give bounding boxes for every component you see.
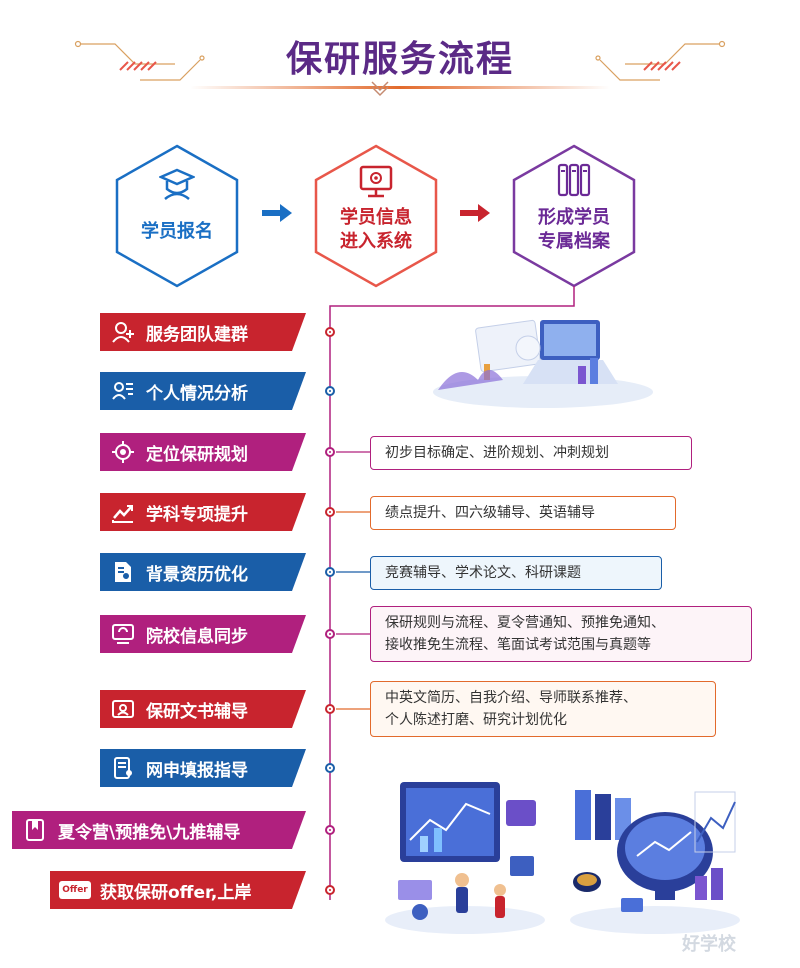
timeline-node [325,825,335,835]
analysis-illustration [433,319,653,408]
watermark: 好学校 [682,934,736,955]
data-dashboard-illustration [385,782,545,934]
step-pill-application: 网申填报指导 [100,749,306,787]
title-decoration [74,40,726,97]
monitor-sync-icon [110,621,136,647]
step-label: 获取保研offer,上岸 [100,882,252,903]
top-step-label: 学员报名 [141,221,213,242]
step-label: 定位保研规划 [146,444,248,465]
detail-box-documents: 中英文简历、自我介绍、导师联系推荐、 个人陈述打磨、研究计划优化 [370,681,716,737]
step-label: 个人情况分析 [146,383,248,404]
timeline-node [325,567,335,577]
target-icon [110,439,136,465]
step-pill-school-info: 院校信息同步 [100,615,306,653]
form-user-icon [110,755,136,781]
bookmark-icon [22,817,48,843]
step-pill-offer: Offer 获取保研offer,上岸 [50,871,306,909]
detail-box-background: 竞赛辅导、学术论文、科研课题 [370,556,662,590]
timeline-node [325,704,335,714]
timeline-node [325,885,335,895]
top-step-label: 形成学员 [538,207,610,228]
top-step-archive: 形成学员 专属档案 [510,142,638,290]
id-card-icon [110,696,136,722]
step-pill-summer-camp: 夏令营\预推免\九推辅导 [12,811,306,849]
step-pill-background: 背景资历优化 [100,553,306,591]
step-label: 保研文书辅导 [146,701,248,722]
archive-files-icon [557,163,591,197]
top-step-registration: 学员报名 [113,142,241,290]
step-pill-documents: 保研文书辅导 [100,690,306,728]
step-pill-positioning: 定位保研规划 [100,433,306,471]
step-label: 网申填报指导 [146,760,248,781]
student-cap-icon [159,168,195,200]
arrow-right-icon [460,204,490,222]
step-label: 院校信息同步 [146,626,248,647]
profile-list-icon [110,378,136,404]
step-label: 夏令营\预推免\九推辅导 [58,822,241,843]
offer-badge-icon: Offer [60,877,90,903]
step-pill-team: 服务团队建群 [100,313,306,351]
page-title: 保研服务流程 [285,39,514,80]
computer-gear-icon [359,165,393,198]
arrow-right-icon [262,204,292,222]
step-label: 背景资历优化 [146,564,248,585]
timeline-node [325,447,335,457]
step-pill-subject: 学科专项提升 [100,493,306,531]
top-step-label: 专属档案 [538,231,610,252]
timeline-node [325,386,335,396]
top-step-label: 学员信息 [340,207,412,228]
timeline-node [325,327,335,337]
top-step-system: 学员信息 进入系统 [312,142,440,290]
timeline-node [325,763,335,773]
timeline-node [325,507,335,517]
detail-box-subject: 绩点提升、四六级辅导、英语辅导 [370,496,676,530]
step-label: 学科专项提升 [146,504,248,525]
top-step-label: 进入系统 [340,231,412,252]
trend-chart-icon [110,499,136,525]
team-user-icon [110,319,136,345]
detail-box-school-info: 保研规则与流程、夏令营通知、预推免通知、 接收推免生流程、笔面试考试范围与真题等 [370,606,752,662]
detail-box-positioning: 初步目标确定、进阶规划、冲刺规划 [370,436,692,470]
step-label: 服务团队建群 [146,324,248,345]
server-monitor-illustration [570,790,740,934]
document-user-icon [110,559,136,585]
step-pill-analysis: 个人情况分析 [100,372,306,410]
timeline-node [325,629,335,639]
